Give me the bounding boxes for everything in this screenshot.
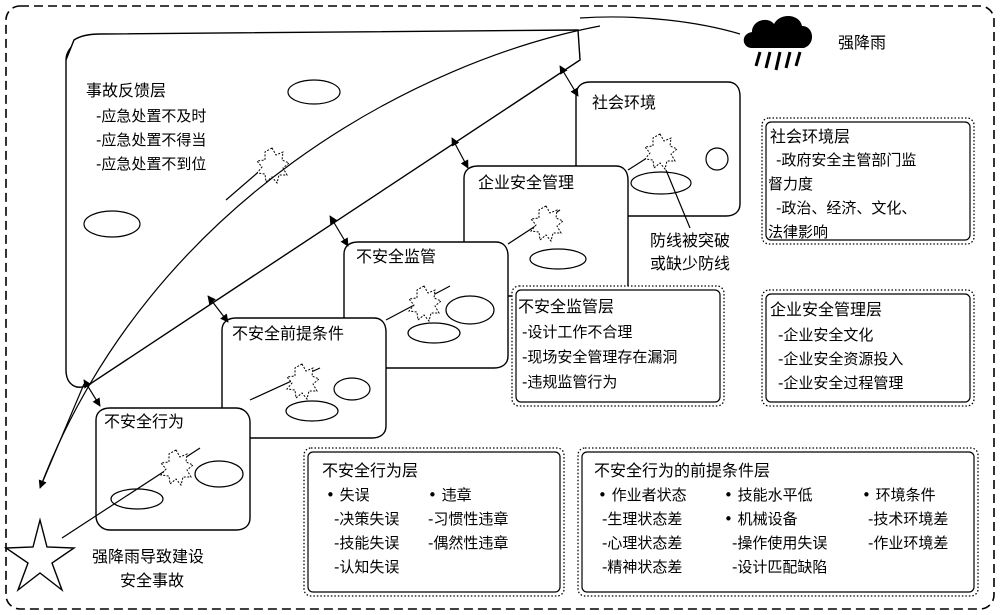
supervision-layer-label: 不安全监管 (356, 247, 436, 266)
rain-cloud-icon (743, 15, 813, 71)
feedback-arrow (207, 295, 229, 323)
card-supervision: 不安全监管层 -设计工作不合理 -现场安全管理存在漏洞 -违规监管行为 (511, 285, 725, 407)
card-enterprise: 企业安全管理层 -企业安全文化 -企业安全资源投入 -企业安全过程管理 (761, 289, 975, 407)
card-item: -企业安全过程管理 (778, 374, 903, 392)
card-item: • 环境条件 (862, 486, 936, 504)
hole (110, 488, 164, 510)
behavior-layer-label: 不安全行为 (104, 412, 184, 431)
card-item: -心理状态差 (602, 534, 682, 552)
card-item: -习惯性违章 (428, 510, 508, 528)
breach-label: 或缺少防线 (650, 254, 730, 273)
hole (83, 210, 141, 238)
feedback-item: -应急处置不及时 (96, 107, 206, 125)
card-item: -操作使用失误 (732, 534, 827, 552)
feedback-title: 事故反馈层 (86, 81, 166, 100)
card-title: 不安全行为层 (322, 461, 418, 480)
card-item: -认知失误 (334, 558, 399, 576)
hole (285, 400, 339, 422)
card-item: -现场安全管理存在漏洞 (522, 348, 677, 366)
breach-burst-icon (286, 363, 320, 401)
card-item: -作业环境差 (868, 534, 948, 552)
breach-burst-icon (256, 147, 290, 185)
card-item: -违规监管行为 (522, 373, 617, 391)
breach-burst-icon (408, 285, 442, 323)
feedback-arrow (83, 379, 101, 407)
feedback-item: -应急处置不到位 (96, 155, 206, 173)
card-item: -决策失误 (334, 510, 399, 528)
social-layer-label: 社会环境 (592, 93, 656, 112)
hole (705, 147, 729, 171)
breach-pointer (665, 169, 691, 229)
card-item: -生理状态差 (602, 510, 682, 528)
hole (407, 322, 461, 344)
card-social: 社会环境层 -政府安全主管部门监 督力度 -政治、经济、文化、 法律影响 (761, 117, 975, 245)
card-item: -政府安全主管部门监 (776, 151, 916, 169)
card-item: -企业安全文化 (778, 326, 873, 344)
card-behavior: 不安全行为层 • 失误 -决策失误 -技能失误 -认知失误 • 违章 -习惯性违… (303, 447, 565, 597)
card-item: -技术环境差 (868, 510, 948, 528)
hole (529, 248, 587, 270)
card-item: -偶然性违章 (428, 534, 508, 552)
card-title: 不安全行为的前提条件层 (594, 461, 770, 480)
card-title: 社会环境层 (770, 127, 850, 146)
card-item: -设计工作不合理 (522, 323, 632, 341)
card-item: • 失误 (326, 486, 370, 504)
card-item: • 违章 (428, 486, 472, 504)
precondition-layer-label: 不安全前提条件 (232, 324, 344, 343)
card-item: • 技能水平低 (724, 486, 813, 504)
card-item: -设计匹配缺陷 (732, 558, 827, 576)
card-item: • 机械设备 (724, 510, 798, 528)
accident-star-icon (3, 517, 77, 593)
breach-label: 防线被突破 (650, 231, 730, 250)
card-title: 企业安全管理层 (770, 300, 882, 319)
accident-label: 安全事故 (120, 571, 184, 590)
breach-line (39, 383, 85, 489)
card-item: • 作业者状态 (598, 486, 687, 504)
card-item: -企业安全资源投入 (778, 350, 903, 368)
hole (445, 295, 495, 325)
breach-burst-icon (160, 449, 194, 487)
rain-label: 强降雨 (838, 33, 886, 52)
breach-burst-icon (644, 133, 678, 171)
hole (287, 79, 341, 105)
feedback-arrow (559, 65, 579, 97)
card-precondition: 不安全行为的前提条件层 • 作业者状态 -生理状态差 -心理状态差 -精神状态差… (577, 447, 979, 597)
feedback-layer: 事故反馈层 -应急处置不及时 -应急处置不得当 -应急处置不到位 (65, 29, 581, 388)
rain-curve (579, 16, 741, 35)
breach-burst-icon (530, 205, 564, 243)
card-item: -技能失误 (334, 534, 399, 552)
hole (630, 171, 692, 195)
feedback-arrow (451, 137, 469, 169)
hole (194, 460, 244, 488)
feedback-loop-curve (38, 25, 601, 489)
card-title: 不安全监管层 (518, 297, 614, 316)
feedback-item: -应急处置不得当 (96, 131, 206, 149)
accident-label: 强降雨导致建设 (92, 547, 204, 566)
card-item: -精神状态差 (602, 558, 682, 576)
enterprise-layer-label: 企业安全管理 (478, 173, 574, 192)
hole (333, 377, 371, 401)
outer-frame (5, 5, 995, 610)
feedback-arrow (329, 215, 349, 247)
card-item: -政治、经济、文化、 (776, 199, 916, 217)
card-item: 法律影响 (768, 223, 828, 241)
card-item: 督力度 (768, 175, 813, 193)
